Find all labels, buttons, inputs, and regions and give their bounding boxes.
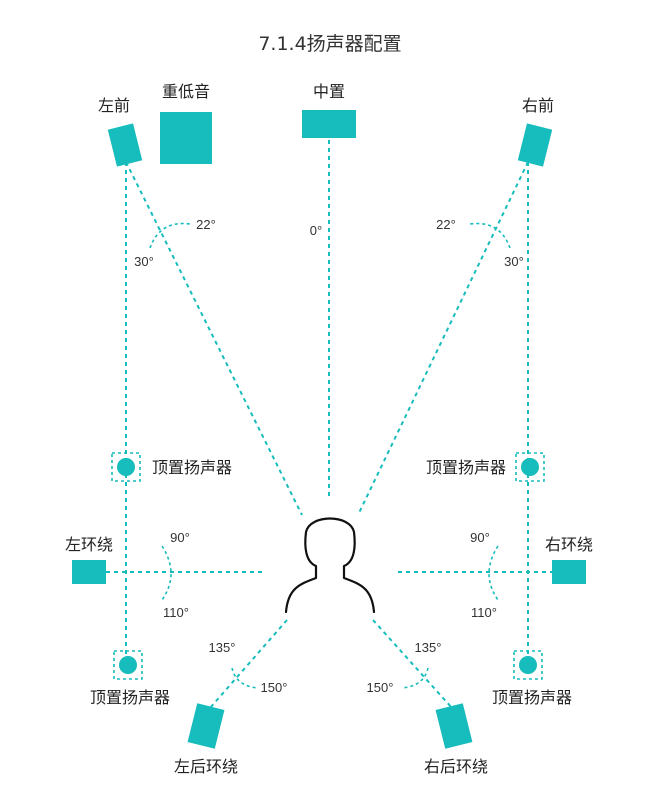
subwoofer-speaker	[160, 112, 212, 164]
height-front-left-speaker	[111, 452, 141, 482]
label-front-left: 左前	[98, 96, 130, 115]
rear-left-speaker	[187, 703, 225, 749]
label-surround-right: 右环绕	[545, 535, 593, 554]
angle-rear-right-top: 135°	[415, 640, 442, 655]
angle-front-right-outer: 30°	[504, 254, 524, 269]
label-height-front-right: 顶置扬声器	[426, 458, 506, 477]
angle-rear-left-bottom: 150°	[261, 680, 288, 695]
height-rear-left-speaker	[113, 650, 143, 680]
angle-surround-left-bottom: 110°	[163, 605, 189, 620]
height-rear-right-speaker	[513, 650, 543, 680]
label-height-rear-right: 顶置扬声器	[492, 688, 572, 707]
rear-right-angle-arc	[401, 667, 429, 689]
label-height-front-left: 顶置扬声器	[152, 458, 232, 477]
angle-front-right-inner: 22°	[436, 217, 456, 232]
label-center: 中置	[313, 82, 345, 101]
label-height-rear-left: 顶置扬声器	[90, 688, 170, 707]
angle-surround-right-top: 90°	[470, 530, 490, 545]
listener-head-icon	[284, 517, 376, 614]
front-left-guide	[125, 161, 303, 516]
front-right-speaker	[517, 123, 553, 167]
label-rear-right: 右后环绕	[424, 757, 488, 776]
speakers	[72, 110, 586, 749]
front-right-angle-arc	[469, 222, 511, 249]
front-left-angle-arc	[149, 222, 191, 249]
height-front-right-speaker	[515, 452, 545, 482]
angle-surround-right-bottom: 110°	[471, 605, 497, 620]
surround-left-speaker	[72, 560, 106, 584]
front-right-guide	[357, 161, 529, 516]
diagram-title: 7.1.4扬声器配置	[258, 33, 401, 55]
angle-surround-left-top: 90°	[170, 530, 190, 545]
label-subwoofer: 重低音	[162, 82, 210, 101]
guide-lines	[106, 140, 552, 709]
angle-rear-left-top: 135°	[209, 640, 236, 655]
front-left-speaker	[107, 123, 143, 167]
angle-front-left-inner: 22°	[196, 217, 216, 232]
angle-front-left-outer: 30°	[134, 254, 154, 269]
speaker-labels: 左前 重低音 中置 右前 顶置扬声器 顶置扬声器 左环绕 右环绕 顶置扬声器 顶…	[65, 82, 593, 776]
angle-center: 0°	[310, 223, 322, 238]
angle-rear-right-bottom: 150°	[367, 680, 394, 695]
rear-right-guide	[372, 619, 453, 709]
label-front-right: 右前	[522, 96, 554, 115]
label-surround-left: 左环绕	[65, 535, 113, 554]
angle-labels: 0° 22° 30° 22° 30° 90° 110° 90° 110° 135…	[134, 217, 524, 695]
center-speaker	[302, 110, 356, 138]
label-rear-left: 左后环绕	[174, 757, 238, 776]
rear-right-speaker	[435, 703, 473, 749]
rear-left-angle-arc	[231, 667, 259, 689]
rear-left-guide	[209, 619, 288, 709]
angle-arcs	[149, 222, 511, 689]
surround-right-speaker	[552, 560, 586, 584]
